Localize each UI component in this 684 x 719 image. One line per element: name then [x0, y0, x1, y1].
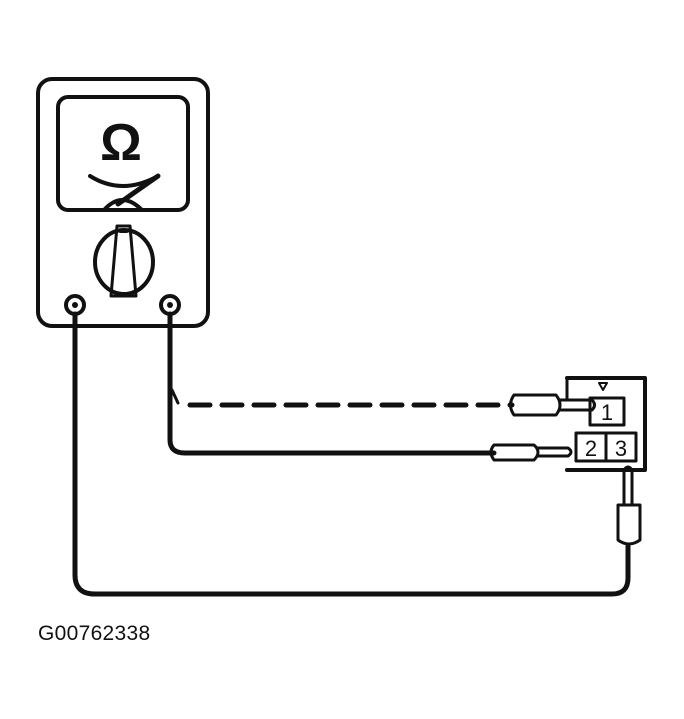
- test-lead-to-pin-3: [72, 311, 642, 597]
- probe-tip: [536, 446, 573, 458]
- pin-3-label: 3: [615, 436, 627, 461]
- probe-tip: [558, 398, 596, 412]
- needle-pivot: [102, 198, 144, 212]
- connector-lock-tab-icon: [598, 382, 608, 391]
- probe-handle: [616, 503, 642, 546]
- test-lead-to-pin-2: [167, 311, 573, 462]
- negative-terminal: [64, 294, 86, 316]
- probe-handle: [489, 443, 540, 462]
- connector-housing: 1 2 3: [565, 376, 647, 472]
- connector-pin-3: [604, 431, 638, 463]
- ohm-symbol: Ω: [100, 114, 142, 172]
- pin-1-label: 1: [601, 400, 613, 425]
- ohmmeter-case: [36, 77, 210, 328]
- pin-2-label: 2: [585, 436, 597, 461]
- figure-id-label: G00762338: [38, 622, 151, 645]
- meter-display-window: [56, 95, 190, 212]
- range-selector-knob: [93, 224, 155, 298]
- test-lead-to-pin-1-alternate: [170, 388, 596, 417]
- probe-handle: [509, 393, 562, 417]
- probe-tip: [622, 465, 634, 505]
- ohmmeter: Ω: [36, 77, 210, 328]
- positive-terminal: [159, 294, 181, 316]
